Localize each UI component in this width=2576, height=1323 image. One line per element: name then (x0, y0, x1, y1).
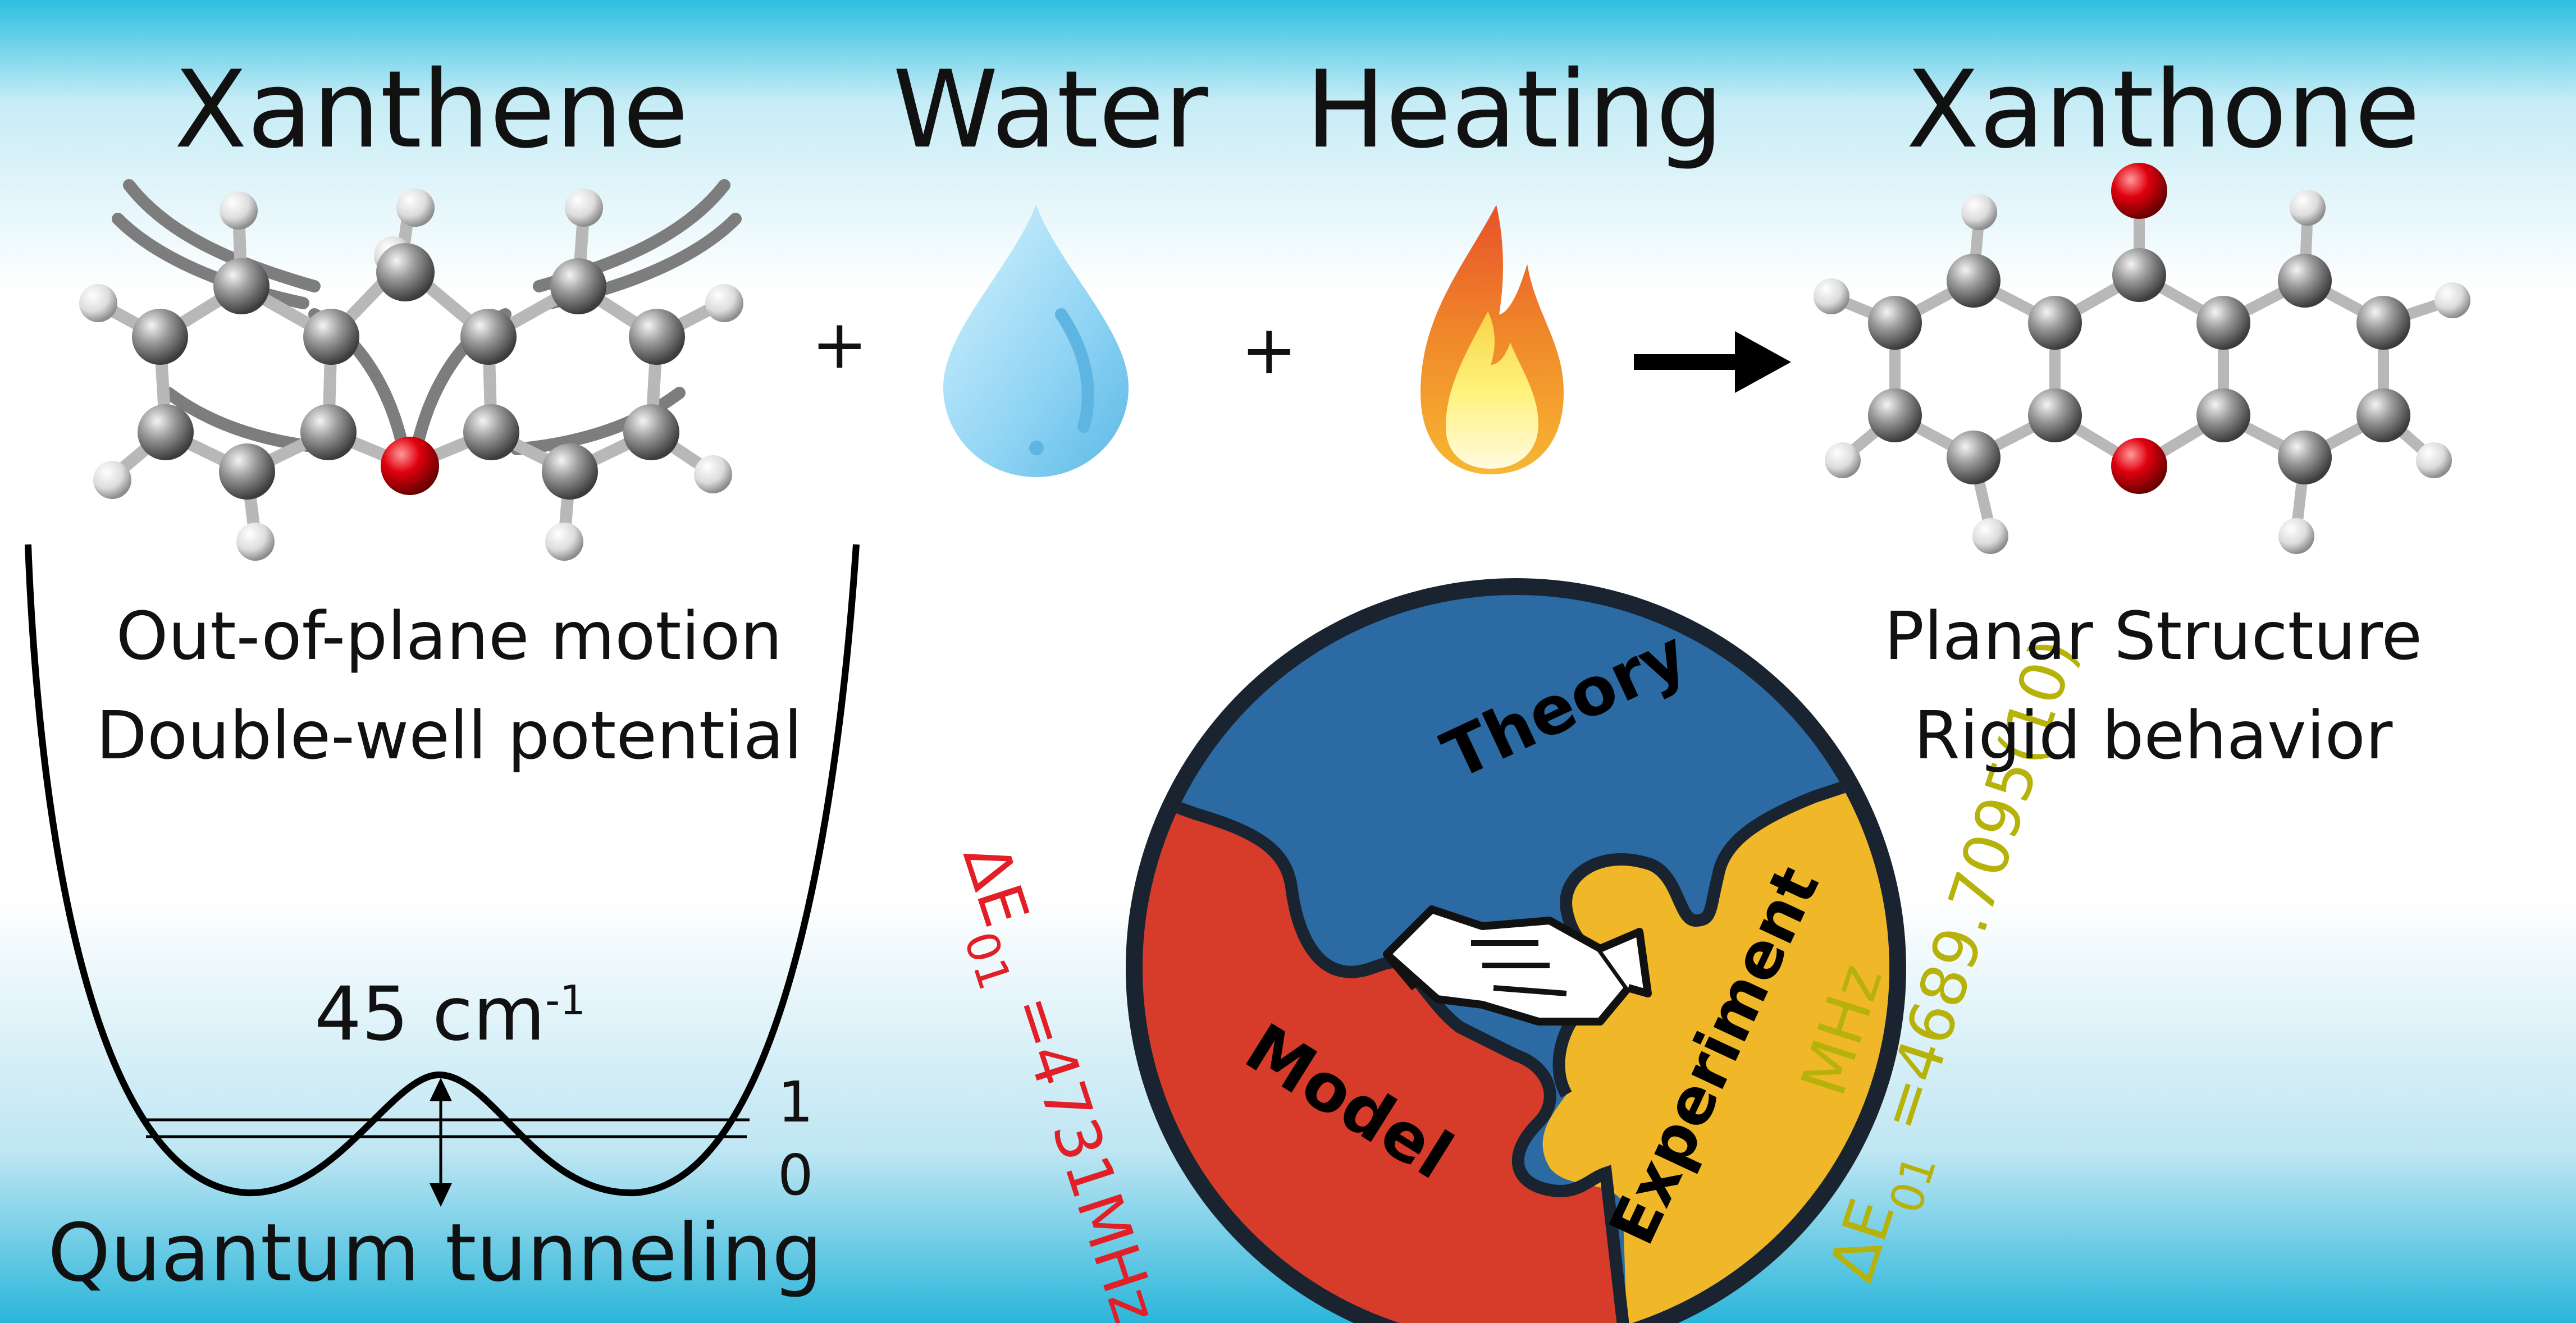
flame-icon (1421, 205, 1564, 474)
quantum-tunneling-caption: Quantum tunneling (48, 1207, 823, 1299)
xanthone-molecule (1814, 163, 2470, 554)
handshake-icon (1383, 905, 1652, 1026)
water-drop-icon (943, 205, 1129, 477)
xanthene-oxygen (381, 437, 439, 495)
xanthone-ring-oxygen (2111, 438, 2167, 494)
title-heating: Heating (1305, 48, 1724, 172)
barrier-unit-exponent: -1 (545, 977, 586, 1024)
barrier-height-label: 45 cm-1 (314, 971, 586, 1058)
xanthene-hydrogens (79, 189, 743, 561)
title-xanthene: Xanthene (174, 48, 689, 172)
xanthone-hydrogens (1814, 190, 2470, 554)
xanthone-desc-line1: Planar Structure (1884, 597, 2423, 675)
reaction-arrow (1634, 331, 1791, 393)
title-xanthone: Xanthone (1906, 48, 2420, 172)
double-well-potential (25, 544, 860, 1207)
puzzle-model-piece (1143, 786, 1628, 1323)
barrier-arrow-head-bottom (430, 1183, 452, 1207)
plus-sign-2: + (1241, 312, 1298, 390)
xanthone-carbons (1868, 248, 2410, 484)
potential-curve (25, 544, 860, 1197)
xanthone-desc-line2: Rigid behavior (1913, 697, 2393, 774)
xanthene-description: Out-of-plane motion Double-well potentia… (67, 587, 831, 785)
xanthone-carbonyl-oxygen (2111, 163, 2167, 219)
puzzle-circle (1126, 578, 1906, 1323)
plus-sign-1: + (811, 306, 868, 384)
xanthene-desc-line2: Double-well potential (96, 697, 802, 774)
theory-delta-e: ΔE (949, 835, 1042, 935)
barrier-value: 45 cm (314, 971, 546, 1058)
xanthene-molecule (79, 179, 743, 561)
xanthene-carbons (132, 243, 685, 500)
xanthene-desc-line1: Out-of-plane motion (116, 597, 783, 675)
level-label-0: 0 (778, 1142, 814, 1208)
barrier-arrow-head-top (430, 1078, 452, 1101)
motion-wings (112, 179, 742, 461)
title-water: Water (893, 48, 1208, 172)
xanthone-description: Planar Structure Rigid behavior (1830, 587, 2476, 785)
level-label-1: 1 (778, 1069, 814, 1135)
